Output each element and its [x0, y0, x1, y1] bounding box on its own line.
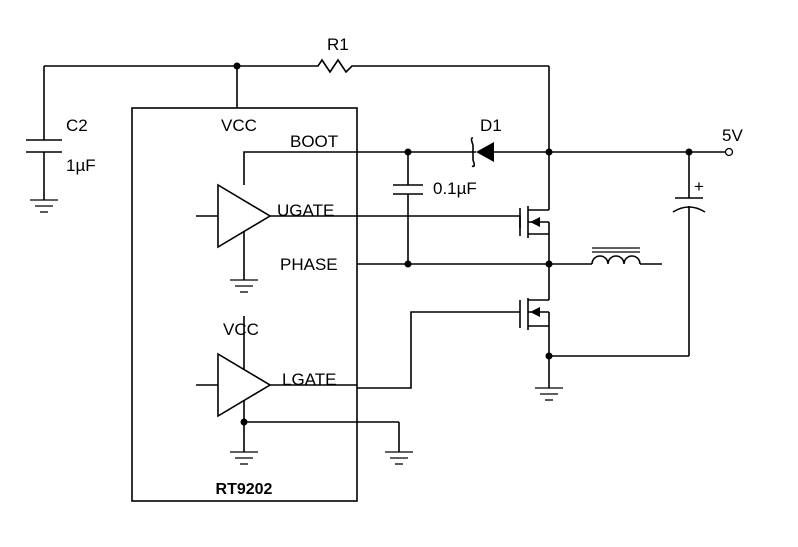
c2-ground-icon [30, 199, 58, 213]
c2-value: 1µF [66, 156, 96, 175]
lower-mosfet-icon [519, 264, 553, 388]
lgate-net [357, 311, 520, 389]
pin-lgate: LGATE [282, 370, 336, 389]
vcc-r1-net [43, 58, 550, 153]
boot-cap-value: 0.1µF [433, 179, 477, 198]
output-voltage-label: 5V [722, 126, 743, 145]
output-capacitor [549, 152, 706, 357]
pin-vcc-inner: VCC [223, 320, 259, 339]
ic-name: RT9202 [216, 481, 273, 498]
pin-phase: PHASE [280, 255, 338, 274]
boot-capacitor [393, 152, 423, 264]
r1-label: R1 [327, 35, 349, 54]
upper-driver-buffer [196, 183, 357, 280]
inductor-icon [591, 247, 662, 265]
phase-net [357, 260, 592, 268]
upper-driver-ground-icon [230, 279, 258, 293]
upper-mosfet-icon [519, 153, 550, 264]
pin-vcc-top: VCC [221, 116, 257, 135]
output-terminal [724, 147, 734, 157]
pin-ugate: UGATE [277, 201, 334, 220]
external-ground-icon [385, 451, 413, 465]
pin-boot: BOOT [290, 132, 338, 151]
boot-net [243, 148, 725, 185]
ic-body [131, 107, 358, 502]
output-cap-polarity: + [694, 177, 704, 196]
lower-driver-ground-icon [230, 451, 258, 465]
c2-capacitor [26, 139, 62, 200]
lower-mosfet-ground-icon [535, 387, 563, 401]
d1-label: D1 [480, 116, 502, 135]
d1-diode-icon [470, 137, 494, 168]
c2-label: C2 [66, 116, 88, 135]
ugate-net [357, 215, 521, 228]
lower-driver-buffer [196, 316, 400, 452]
